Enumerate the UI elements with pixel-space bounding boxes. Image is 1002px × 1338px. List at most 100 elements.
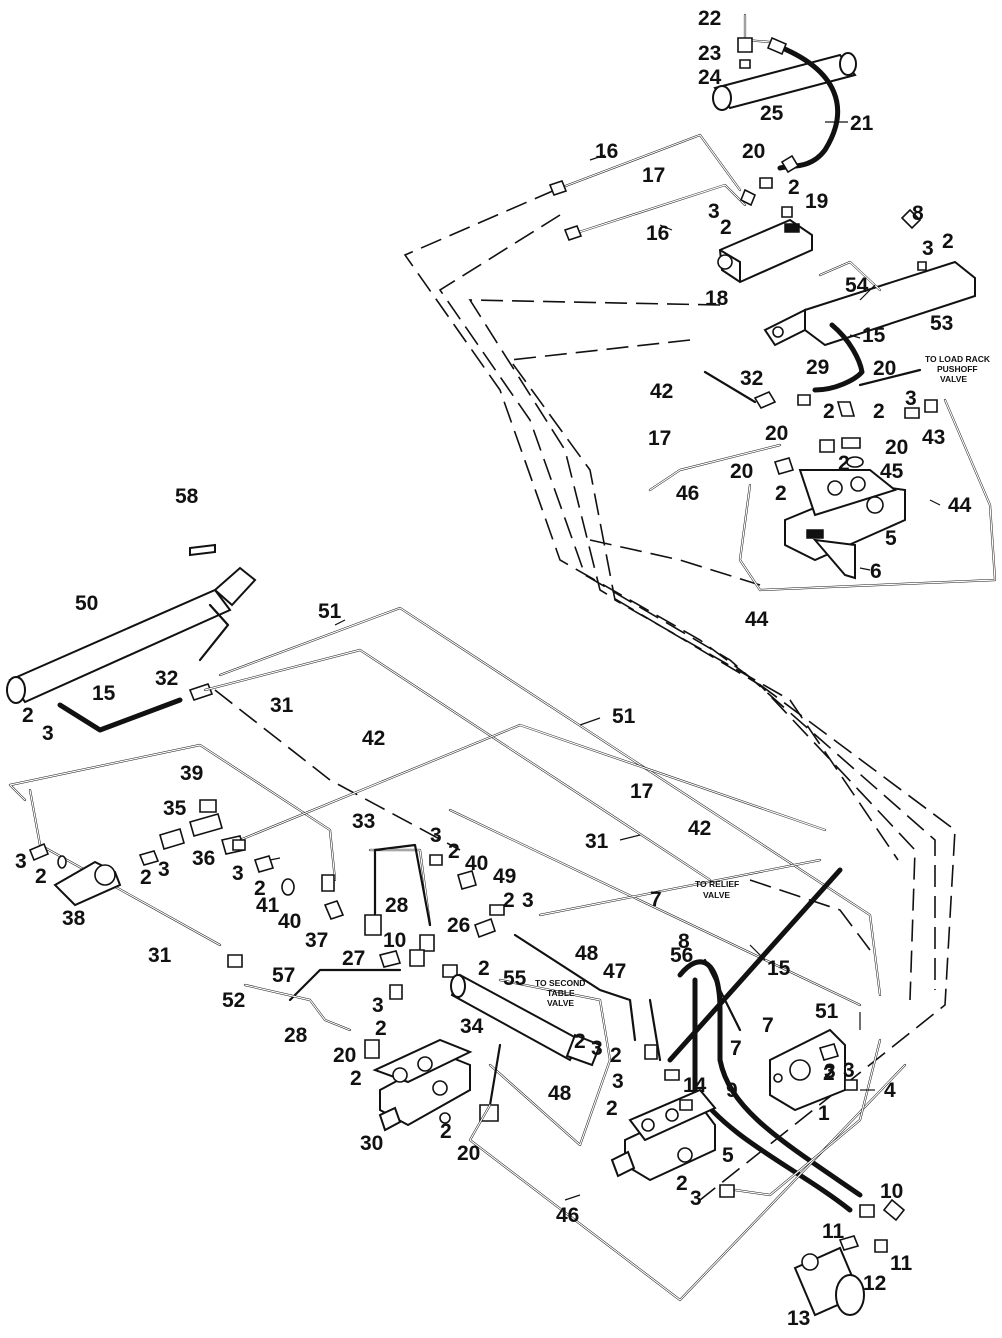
callout-3: 3 — [232, 862, 244, 885]
callout-54: 54 — [845, 274, 869, 297]
callout-3: 3 — [372, 994, 384, 1017]
callout-31: 31 — [585, 830, 609, 853]
callout-23: 23 — [698, 42, 721, 65]
callout-2: 2 — [503, 889, 515, 912]
callout-47: 47 — [603, 960, 626, 983]
callout-20: 20 — [742, 140, 765, 163]
callout-2: 2 — [676, 1172, 688, 1195]
callout-51: 51 — [318, 600, 342, 623]
cylinder-34-group — [243, 933, 637, 1147]
callout-6: 6 — [870, 560, 882, 583]
callout-40: 40 — [465, 852, 488, 875]
callout-48: 48 — [575, 942, 599, 965]
callout-5: 5 — [722, 1144, 734, 1167]
callout-15: 15 — [767, 957, 791, 980]
callout-2: 2 — [440, 1120, 452, 1143]
callout-45: 45 — [880, 460, 904, 483]
callout-36: 36 — [192, 847, 215, 870]
cylinder-25-group — [712, 13, 857, 174]
callout-51: 51 — [815, 1000, 839, 1023]
callout-24: 24 — [698, 66, 722, 89]
callout-2: 2 — [375, 1017, 387, 1040]
callout-12: 12 — [863, 1272, 886, 1295]
callout-3: 3 — [42, 722, 54, 745]
callout-2: 2 — [35, 865, 47, 888]
main-tube-runs — [8, 606, 882, 1007]
left-fittings — [28, 799, 345, 968]
callout-3: 3 — [430, 824, 442, 847]
leader-lines — [269, 121, 941, 1201]
callout-2: 2 — [448, 840, 460, 863]
callout-17: 17 — [648, 427, 671, 450]
callout-2: 2 — [720, 216, 732, 239]
callout-15: 15 — [862, 324, 886, 347]
callout-10: 10 — [880, 1180, 903, 1203]
callout-42: 42 — [362, 727, 385, 750]
callout-44: 44 — [745, 608, 769, 631]
callout-2: 2 — [350, 1067, 362, 1090]
valve-18 — [718, 218, 813, 284]
callout-9: 9 — [726, 1079, 738, 1102]
hose-15-left — [57, 697, 183, 733]
callout-53: 53 — [930, 312, 953, 335]
callout-29: 29 — [806, 356, 829, 379]
callout-3: 3 — [708, 200, 720, 223]
callout-42: 42 — [688, 817, 711, 840]
dashed-routing-lines — [214, 189, 956, 1201]
manifold-53-group — [763, 208, 976, 393]
callout-3: 3 — [690, 1187, 702, 1210]
callout-51: 51 — [612, 705, 636, 728]
callout-30: 30 — [360, 1132, 383, 1155]
callout-43: 43 — [922, 426, 945, 449]
note-load-rack-line-1: TO LOAD RACK — [925, 354, 991, 364]
callout-3: 3 — [824, 1060, 836, 1083]
callout-3: 3 — [612, 1070, 624, 1093]
callout-labels: 22 23 24 25 21 16 17 20 2 19 3 2 16 18 8… — [15, 7, 972, 1330]
callout-27: 27 — [342, 947, 365, 970]
callout-2: 2 — [478, 957, 490, 980]
callout-40: 40 — [278, 910, 301, 933]
callout-3: 3 — [522, 889, 534, 912]
pump-1-group — [769, 1028, 858, 1112]
callout-2: 2 — [942, 230, 954, 253]
callout-41: 41 — [256, 894, 280, 917]
callout-2: 2 — [606, 1097, 618, 1120]
callout-31: 31 — [270, 694, 294, 717]
callout-34: 34 — [460, 1015, 484, 1038]
callout-10: 10 — [383, 929, 406, 952]
callout-20: 20 — [730, 460, 753, 483]
callout-2: 2 — [22, 704, 34, 727]
callout-15: 15 — [92, 682, 116, 705]
callout-3: 3 — [905, 387, 917, 410]
callout-18: 18 — [705, 287, 729, 310]
callout-2: 2 — [823, 1062, 835, 1085]
callout-7: 7 — [650, 888, 662, 911]
callout-1: 1 — [818, 1102, 830, 1125]
note-load-rack-line-3: VALVE — [940, 374, 967, 384]
callout-11: 11 — [822, 1220, 845, 1243]
callout-20: 20 — [333, 1044, 356, 1067]
callout-13: 13 — [787, 1307, 810, 1330]
callout-14: 14 — [683, 1074, 707, 1097]
callout-31: 31 — [148, 944, 172, 967]
callout-20: 20 — [765, 422, 788, 445]
note-relief-line-2: VALVE — [703, 890, 730, 900]
valve-30-group — [364, 1038, 907, 1302]
callout-52: 52 — [222, 989, 245, 1012]
callout-3: 3 — [158, 858, 170, 881]
callout-46: 46 — [676, 482, 699, 505]
callout-17: 17 — [642, 164, 665, 187]
cylinder-50-group — [6, 543, 257, 733]
callout-21: 21 — [850, 112, 874, 135]
callout-20: 20 — [873, 357, 896, 380]
callout-7: 7 — [730, 1037, 742, 1060]
pin-58 — [189, 543, 216, 557]
callout-16: 16 — [646, 222, 669, 245]
callout-38: 38 — [62, 907, 86, 930]
callout-26: 26 — [447, 914, 470, 937]
callout-3: 3 — [843, 1059, 855, 1082]
callout-57: 57 — [272, 964, 295, 987]
callout-28: 28 — [284, 1024, 308, 1047]
motor-13-group — [793, 1198, 906, 1317]
